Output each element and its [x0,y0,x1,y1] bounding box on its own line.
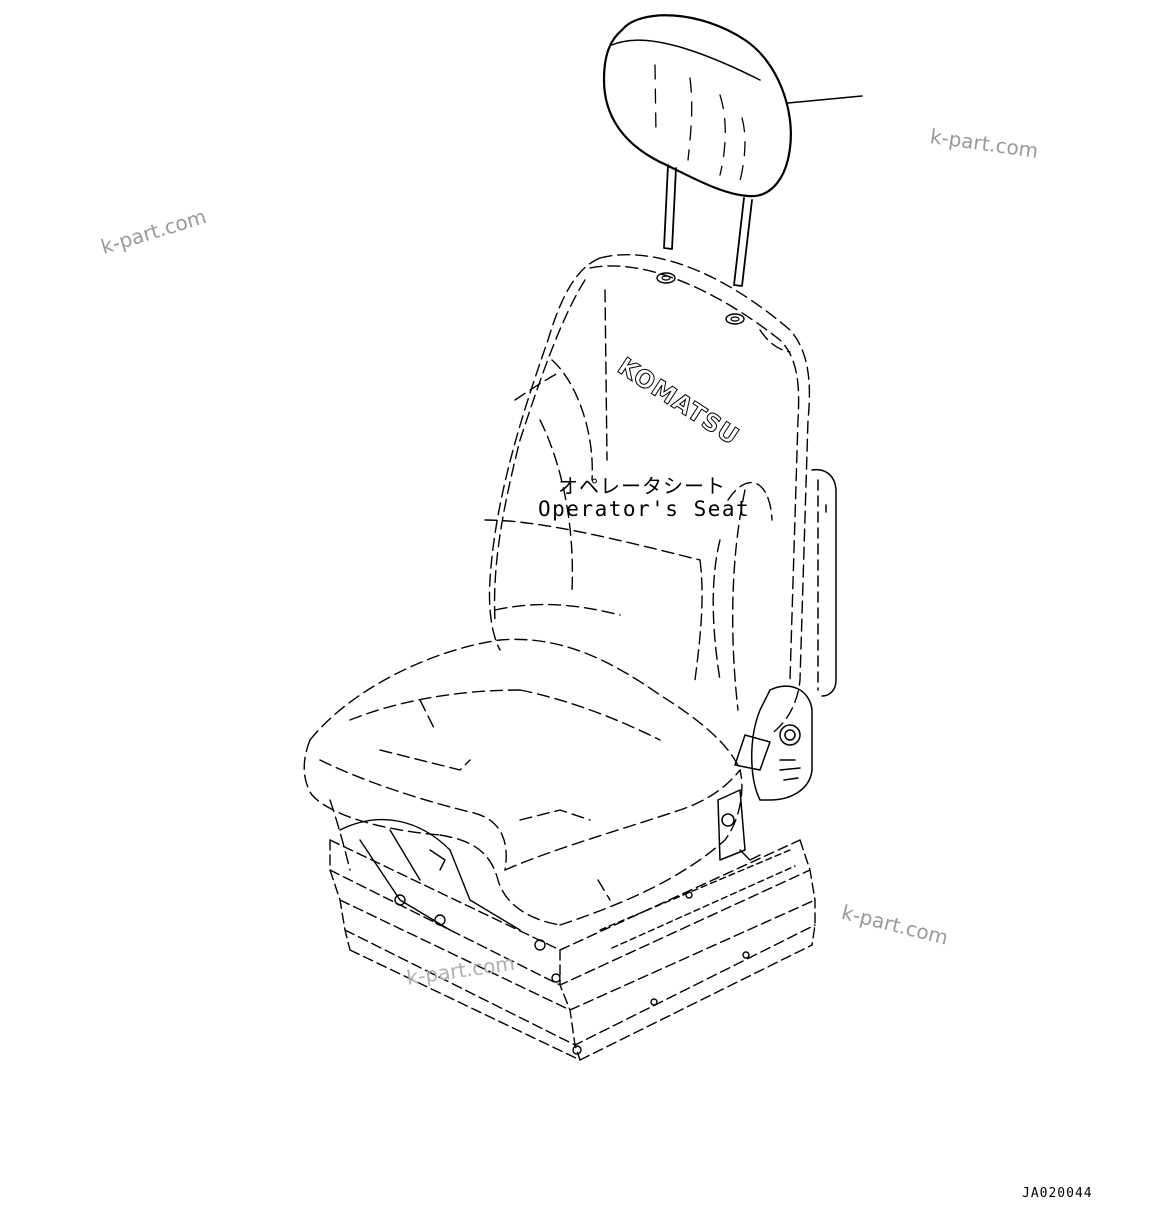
seat-suspension [329,818,816,1061]
backrest [484,254,811,736]
headrest [602,14,863,287]
part-label-english: Operator's Seat [538,497,751,521]
drawing-code: JA020044 [1022,1186,1093,1201]
leader-line [787,95,863,104]
part-label-japanese: オペレータシート [558,474,726,498]
recline-lever [717,468,837,861]
seat-cushion [303,638,743,926]
